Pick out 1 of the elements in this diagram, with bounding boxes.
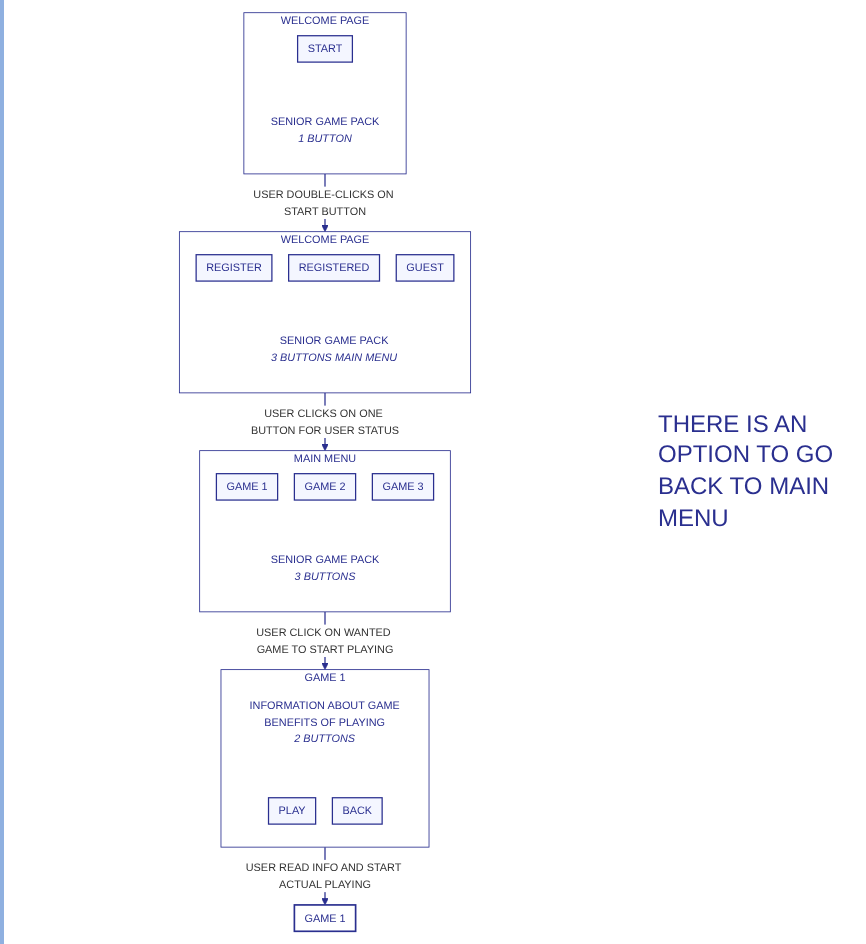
note-text: THERE IS AN OPTION TO GO BACK TO MAIN MENU [658, 409, 836, 535]
